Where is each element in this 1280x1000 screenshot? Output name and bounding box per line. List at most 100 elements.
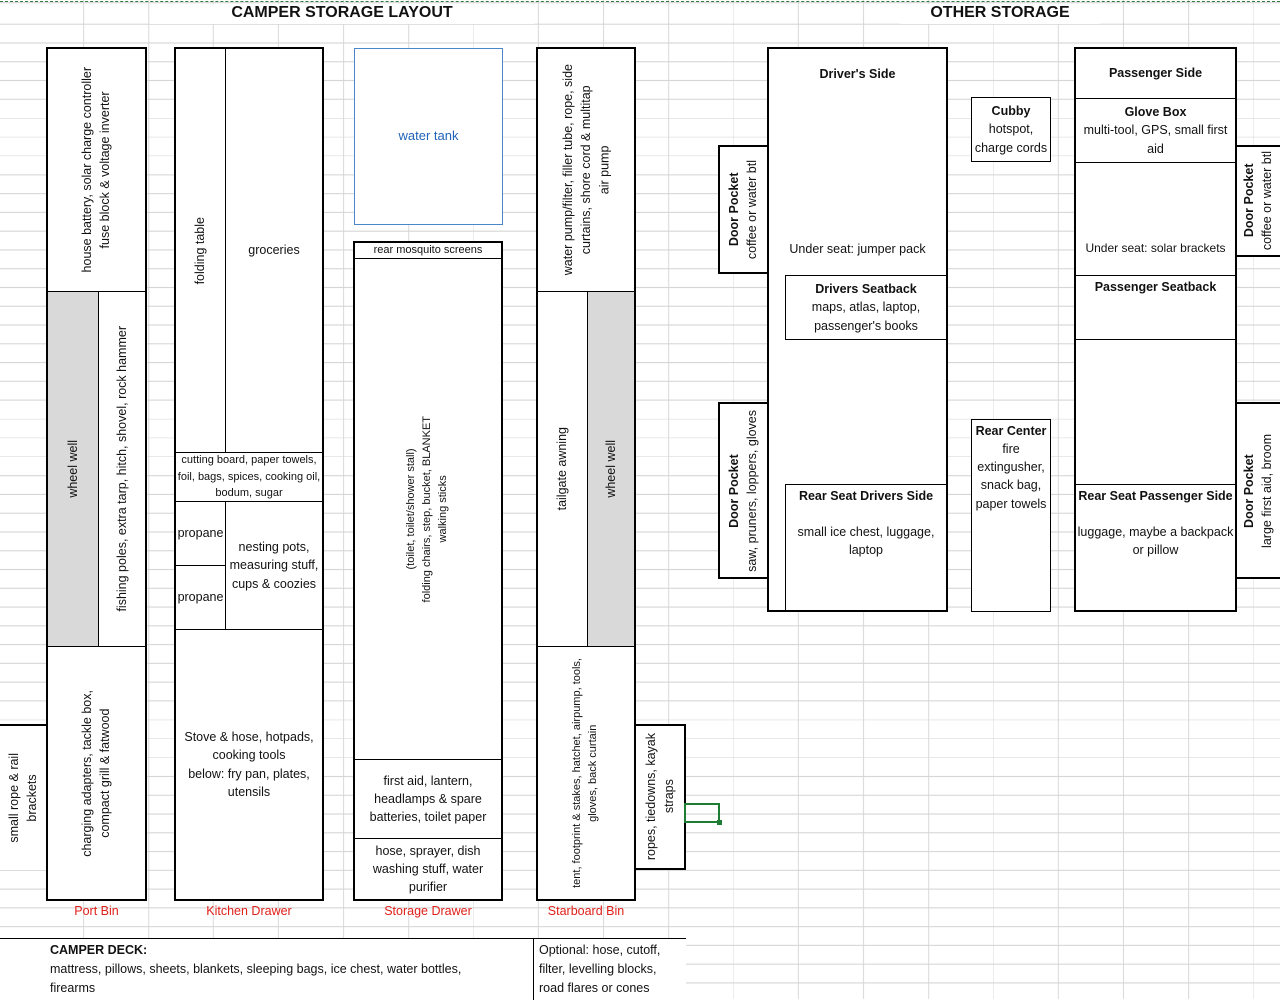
drivers-door-pocket-front[interactable]: Door Pocket coffee or water btl — [718, 145, 769, 274]
optional-line2: filter, levelling blocks, — [539, 962, 657, 976]
tailgate-awning-text: tailgate awning — [555, 427, 570, 511]
rear-seat-passenger-cell[interactable]: Rear Seat Passenger Side luggage, maybe … — [1076, 484, 1235, 610]
water-tank-box[interactable]: water tank — [354, 48, 503, 225]
passenger-seatback-cell[interactable]: Passenger Seatback — [1076, 275, 1235, 340]
glove-box-heading: Glove Box — [1124, 105, 1187, 120]
port-outside-box: small rope & rail brackets — [0, 724, 48, 870]
passenger-door-rear-text: large first aid, broom — [1260, 433, 1275, 548]
drivers-door-front-text: coffee or water btl — [745, 159, 760, 260]
camper-storage-title: CAMPER STORAGE LAYOUT — [150, 4, 534, 24]
glove-box-cell[interactable]: Glove Box multi-tool, GPS, small first a… — [1076, 99, 1235, 163]
passenger-door-front-text: coffee or water btl — [1260, 151, 1275, 251]
propane-cell-1[interactable]: propane — [176, 502, 226, 566]
first-aid-text: first aid, lantern, headlamps & spare ba… — [369, 773, 487, 825]
starboard-top-cell[interactable]: water pump/filter, filler tube, rope, si… — [538, 49, 634, 292]
starboard-bin: water pump/filter, filler tube, rope, si… — [536, 47, 636, 901]
port-top-cell[interactable]: house battery, solar charge controller f… — [48, 49, 145, 292]
passenger-door-rear-heading: Door Pocket — [1242, 453, 1257, 528]
passenger-side-box: Passenger Side Glove Box multi-tool, GPS… — [1074, 47, 1237, 612]
kitchen-drawer: folding table groceries cutting board, p… — [174, 47, 324, 901]
stove-text: Stove & hose, hotpads, cooking tools bel… — [184, 730, 314, 799]
drivers-seatback-heading: Drivers Seatback — [815, 282, 917, 297]
rear-seat-drivers-cell[interactable]: Rear Seat Drivers Side small ice chest, … — [785, 484, 946, 610]
toilet-text: (toilet, toilet/shower stall) folding ch… — [405, 415, 449, 603]
port-bin: house battery, solar charge controller f… — [46, 47, 147, 901]
toilet-cell[interactable]: (toilet, toilet/shower stall) folding ch… — [355, 259, 501, 759]
drivers-side-heading: Driver's Side — [819, 66, 896, 81]
drivers-under-seat-cell[interactable]: Under seat: jumper pack — [769, 237, 946, 261]
tailgate-awning-cell[interactable]: tailgate awning — [538, 292, 588, 646]
mosquito-cell[interactable]: rear mosquito screens — [355, 243, 501, 259]
rear-seat-passenger-text: luggage, maybe a backpack or pillow — [1077, 525, 1234, 558]
starboard-bottom-cell[interactable]: tent, footprint & stakes, hatchet, airpu… — [538, 646, 634, 899]
hose-cell[interactable]: hose, sprayer, dish washing stuff, water… — [355, 839, 501, 899]
port-top-text: house battery, solar charge controller f… — [80, 67, 113, 273]
first-aid-cell[interactable]: first aid, lantern, headlamps & spare ba… — [355, 759, 501, 839]
drivers-seatback-text: maps, atlas, laptop, passenger's books — [811, 300, 921, 333]
rear-seat-drivers-text: small ice chest, luggage, laptop — [797, 525, 935, 558]
starboard-outside-text: ropes, tiedowns, kayak straps — [643, 733, 676, 861]
drivers-door-pocket-rear[interactable]: Door Pocket saw, pruners, loppers, glove… — [718, 402, 769, 579]
cubby-heading: Cubby — [991, 104, 1031, 119]
groceries-cell[interactable]: groceries — [226, 49, 322, 452]
rear-seat-passenger-heading: Rear Seat Passenger Side — [1078, 489, 1233, 503]
rear-center-box[interactable]: Rear Center fire extingusher, snack bag,… — [971, 419, 1051, 612]
kitchen-drawer-label: Kitchen Drawer — [206, 904, 292, 918]
drivers-door-rear-heading: Door Pocket — [727, 453, 742, 528]
camper-deck-heading: CAMPER DECK: — [50, 943, 148, 957]
mosquito-text: rear mosquito screens — [373, 243, 483, 256]
propane-text-2: propane — [177, 590, 224, 605]
camper-deck-line2: firearms — [50, 981, 96, 995]
starboard-wheel-well-text: wheel well — [603, 440, 618, 498]
port-wheel-well-text: wheel well — [65, 440, 80, 498]
drivers-door-rear-text: saw, pruners, loppers, gloves — [745, 409, 760, 572]
port-bottom-cell[interactable]: charging adapters, tackle box, compact g… — [48, 646, 145, 899]
passenger-under-seat-text: Under seat: solar brackets — [1085, 241, 1226, 256]
passenger-door-pocket-front[interactable]: Door Pocket coffee or water btl — [1235, 145, 1280, 257]
port-outside-text: small rope & rail brackets — [6, 753, 39, 843]
water-tank-text: water tank — [398, 128, 459, 144]
folding-table-text: folding table — [193, 216, 208, 285]
starboard-outside-box: ropes, tiedowns, kayak straps — [634, 724, 686, 870]
stove-cell[interactable]: Stove & hose, hotpads, cooking tools bel… — [176, 629, 322, 899]
propane-cell-2[interactable]: propane — [176, 566, 226, 629]
cubby-box[interactable]: Cubby hotspot, charge cords — [971, 97, 1051, 162]
camper-deck-line1: mattress, pillows, sheets, blankets, sle… — [50, 962, 462, 976]
passenger-side-heading-cell: Passenger Side — [1076, 49, 1235, 99]
folding-table-cell[interactable]: folding table — [176, 49, 226, 452]
groceries-text: groceries — [248, 243, 300, 258]
glove-box-text: multi-tool, GPS, small first aid — [1083, 123, 1228, 156]
cubby-text: hotspot, charge cords — [974, 122, 1048, 155]
cutting-board-text: cutting board, paper towels, foil, bags,… — [177, 454, 321, 500]
drivers-side-heading-cell: Driver's Side — [769, 59, 946, 89]
rear-seat-drivers-heading: Rear Seat Drivers Side — [798, 489, 934, 503]
drivers-seatback-cell[interactable]: Drivers Seatback maps, atlas, laptop, pa… — [785, 275, 946, 340]
passenger-seatback-heading: Passenger Seatback — [1094, 280, 1217, 294]
selected-cell[interactable] — [684, 803, 720, 823]
camper-deck-area: CAMPER DECK: mattress, pillows, sheets, … — [0, 938, 686, 1000]
passenger-door-pocket-rear[interactable]: Door Pocket large first aid, broom — [1235, 402, 1280, 579]
port-bottom-text: charging adapters, tackle box, compact g… — [80, 689, 113, 857]
starboard-wheel-well[interactable]: wheel well — [588, 292, 634, 646]
propane-text-1: propane — [177, 526, 224, 541]
port-wheel-well[interactable]: wheel well — [48, 292, 99, 646]
starboard-bottom-text: tent, footprint & stakes, hatchet, airpu… — [571, 658, 599, 888]
passenger-under-seat-cell[interactable]: Under seat: solar brackets — [1076, 237, 1235, 261]
storage-drawer-label: Storage Drawer — [384, 904, 472, 918]
port-middle-cell[interactable]: fishing poles, extra tarp, hitch, shovel… — [99, 292, 145, 646]
starboard-top-text: water pump/filter, filler tube, rope, si… — [560, 64, 612, 276]
hose-text: hose, sprayer, dish washing stuff, water… — [372, 843, 484, 895]
fill-handle[interactable] — [717, 820, 722, 825]
port-bin-label: Port Bin — [74, 904, 119, 918]
rear-center-text: fire extingusher, snack bag, paper towel… — [975, 442, 1047, 511]
passenger-side-heading: Passenger Side — [1108, 66, 1203, 81]
nesting-pots-cell[interactable]: nesting pots, measuring stuff, cups & co… — [226, 502, 322, 629]
optional-line3: road flares or cones — [539, 981, 650, 995]
drivers-under-seat-text: Under seat: jumper pack — [789, 241, 926, 256]
storage-drawer: rear mosquito screens (toilet, toilet/sh… — [353, 241, 503, 901]
port-middle-text: fishing poles, extra tarp, hitch, shovel… — [114, 326, 129, 612]
cutting-board-cell[interactable]: cutting board, paper towels, foil, bags,… — [176, 452, 322, 502]
drivers-door-front-heading: Door Pocket — [727, 172, 742, 247]
passenger-door-front-heading: Door Pocket — [1242, 164, 1257, 238]
rear-center-heading: Rear Center — [975, 424, 1047, 438]
